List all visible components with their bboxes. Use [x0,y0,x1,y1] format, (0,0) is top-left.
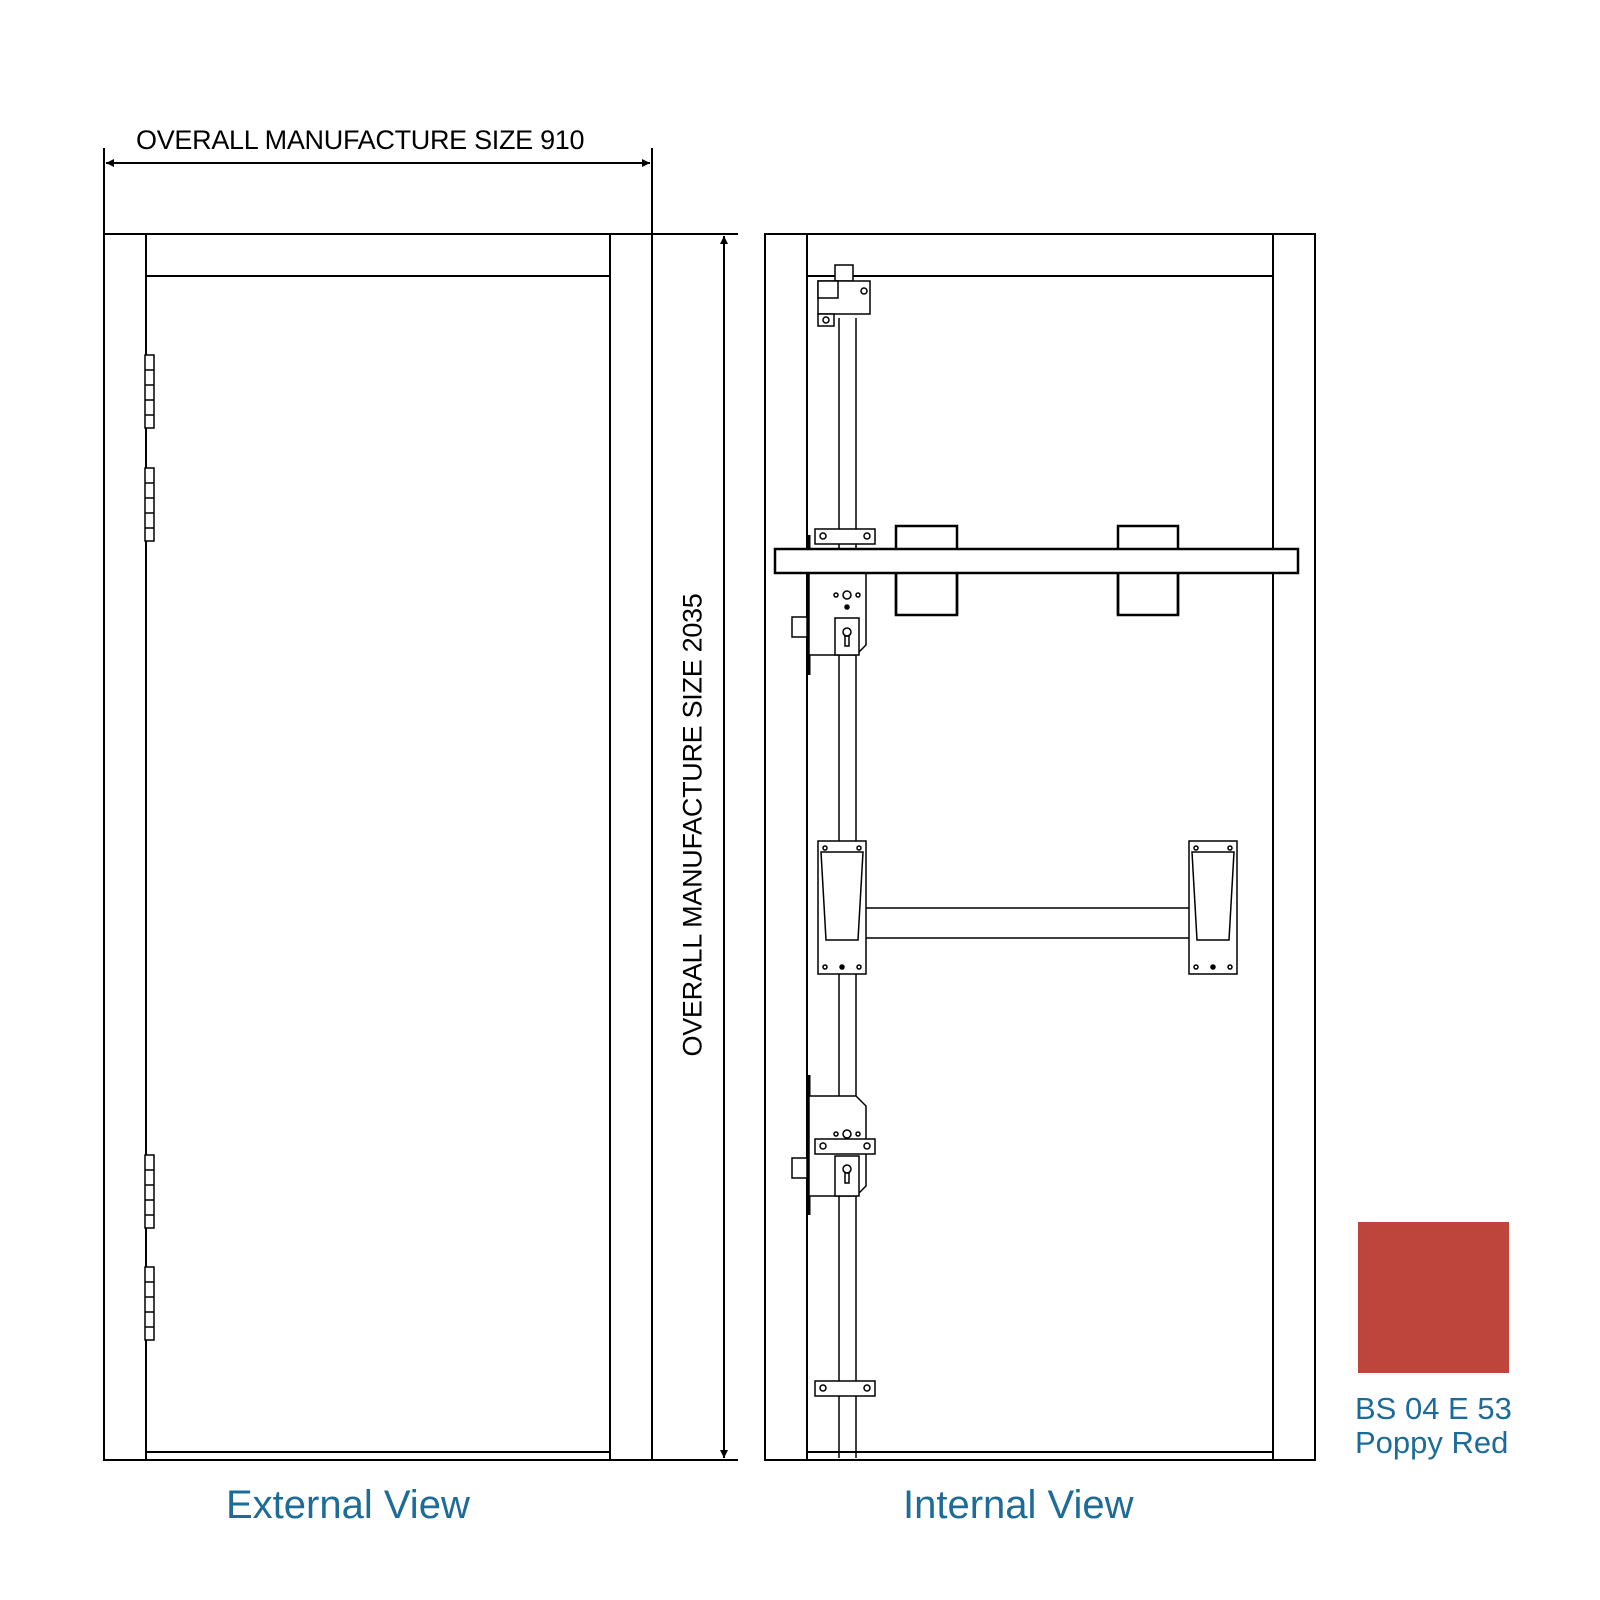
keep-plate-icon [814,528,876,545]
hinge-icon [144,467,155,542]
internal-view-label: Internal View [903,1483,1134,1527]
horizontal-rail [773,524,1300,617]
push-bar-icon [817,840,1238,975]
height-dimension-label: OVERALL MANUFACTURE SIZE 2035 [677,593,708,1057]
top-bolt-icon [817,264,871,327]
external-view-label: External View [226,1483,470,1527]
swatch-code-label: BS 04 E 53 [1355,1391,1512,1426]
hinge-icon [144,354,155,429]
width-dimension [103,148,653,236]
hinge-icon [144,1154,155,1229]
external-door [103,233,653,1461]
upper-lock-icon [791,535,867,675]
hinge-icon [144,1266,155,1341]
color-swatch [1358,1222,1509,1373]
swatch-name-label: Poppy Red [1355,1425,1509,1460]
height-dimension [652,233,738,1461]
width-dimension-label: OVERALL MANUFACTURE SIZE 910 [136,125,585,155]
lower-lock-icon [791,1075,876,1215]
keep-plate-icon [814,1380,876,1397]
